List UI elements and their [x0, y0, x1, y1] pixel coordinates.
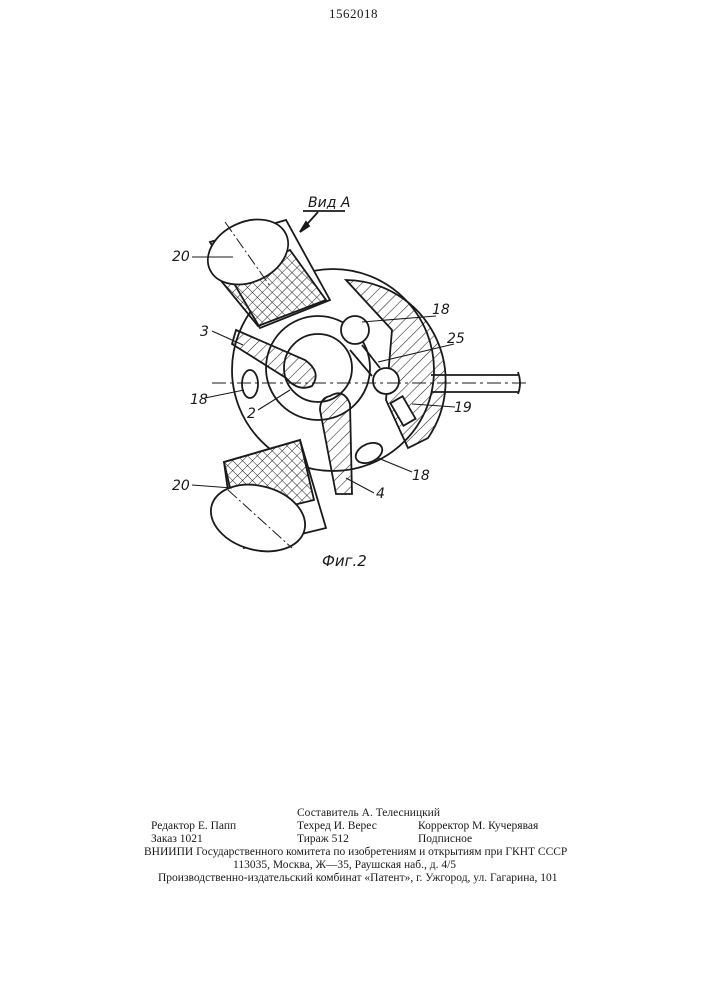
- imprint-subscription: Подписное: [418, 833, 472, 845]
- imprint-circulation: Тираж 512: [297, 833, 349, 845]
- callout-18-lower: 18: [412, 468, 430, 484]
- imprint-publisher: Производственно-издательский комбинат «П…: [158, 872, 557, 884]
- callout-19: 19: [454, 400, 472, 416]
- callout-20-upper: 20: [172, 249, 190, 265]
- hole-18-lower: [353, 439, 386, 467]
- callout-25: 25: [447, 331, 465, 347]
- knob-20-upper: [197, 207, 330, 328]
- imprint-editor: Редактор Е. Папп: [151, 820, 236, 832]
- view-label: Вид А: [308, 195, 350, 211]
- hole-18-left: [242, 370, 258, 398]
- technical-drawing: Вид А 20 3 18 2 20 18 25 19 18 4 Фиг.2: [0, 0, 707, 600]
- imprint-order: Заказ 1021: [151, 833, 203, 845]
- callout-2: 2: [247, 406, 256, 422]
- hole-18-upper: [341, 316, 369, 344]
- callout-18-upper: 18: [432, 302, 450, 318]
- imprint-org: ВНИИПИ Государственного комитета по изоб…: [144, 846, 567, 858]
- hole-ball: [373, 368, 399, 394]
- imprint-address: 113035, Москва, Ж—35, Раушская наб., д. …: [233, 859, 456, 871]
- callout-4: 4: [376, 486, 385, 502]
- figure-caption: Фиг.2: [322, 552, 367, 570]
- imprint-compiler: Составитель А. Телесницкий: [297, 807, 440, 819]
- callout-18-left: 18: [190, 392, 208, 408]
- callout-20-lower: 20: [172, 478, 190, 494]
- imprint-techred: Техред И. Верес: [297, 820, 377, 832]
- imprint-corrector: Корректор М. Кучерявая: [418, 820, 538, 832]
- knob-20-lower: [203, 440, 326, 561]
- callout-3: 3: [200, 324, 209, 340]
